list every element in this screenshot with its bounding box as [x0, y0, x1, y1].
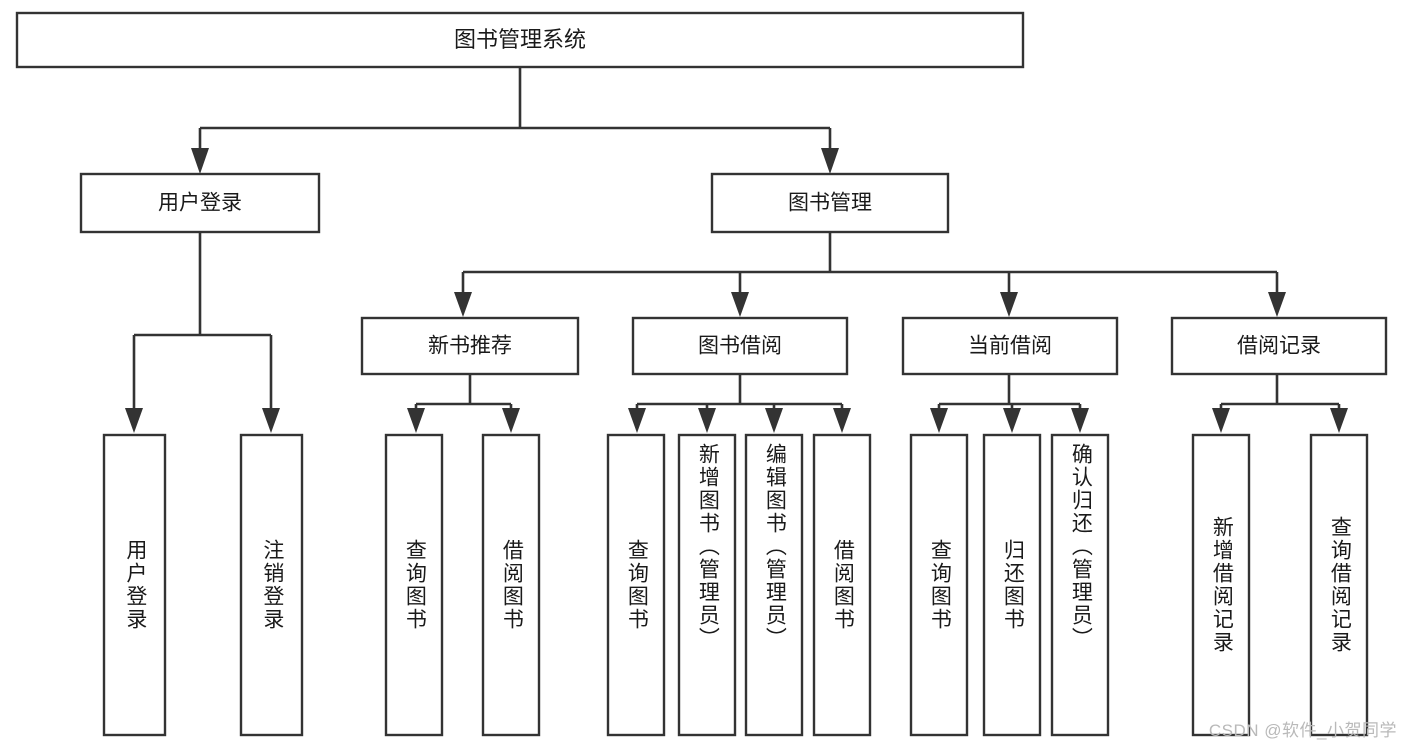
arrow-head-borrow-leaf-1	[628, 408, 646, 433]
arrow-head-current-leaf-1	[930, 408, 948, 433]
node-book-borrow-box[interactable]	[631, 316, 849, 376]
leaf-box-edit-book-admin[interactable]	[744, 433, 804, 737]
arrow-head-recommend-leaf-2	[502, 408, 520, 433]
arrow-head-borrow-leaf-4	[833, 408, 851, 433]
arrow-head-user-login	[191, 148, 209, 174]
leaf-box-return-book[interactable]	[982, 433, 1042, 737]
node-new-book-recommend[interactable]: 新书推荐	[360, 316, 580, 376]
node-root-label: 图书管理系统	[454, 27, 586, 52]
node-current-borrow[interactable]: 当前借阅	[901, 316, 1119, 376]
node-book-borrow[interactable]: 图书借阅	[631, 316, 849, 376]
node-current-borrow-box[interactable]	[901, 316, 1119, 376]
node-root-box[interactable]	[15, 11, 1025, 69]
arrow-head-new-book-recommend	[454, 292, 472, 317]
leaf-box-add-borrow-record[interactable]	[1191, 433, 1251, 737]
leaf-box-borrow-book[interactable]	[812, 433, 872, 737]
arrow-head-recommend-leaf-1	[407, 408, 425, 433]
node-user-login-label: 用户登录	[158, 192, 242, 215]
arrow-head-book-borrow	[731, 292, 749, 317]
node-book-management-box[interactable]	[710, 172, 950, 234]
node-current-borrow-label: 当前借阅	[968, 335, 1052, 358]
arrow-head-record-leaf-1	[1212, 408, 1230, 433]
node-layer: 图书管理系统 用户登录 图书管理 新书推荐 图书借阅 当前借阅 借阅记录	[15, 11, 1388, 737]
node-book-management-label: 图书管理	[788, 192, 872, 215]
arrow-head-leaf-user-login	[125, 408, 143, 433]
leaf-box-query-borrow-record[interactable]	[1309, 433, 1369, 737]
node-book-borrow-label: 图书借阅	[698, 335, 782, 358]
node-book-management[interactable]: 图书管理	[710, 172, 950, 234]
node-borrow-record-box[interactable]	[1170, 316, 1388, 376]
arrow-head-leaf-logout	[262, 408, 280, 433]
arrow-head-borrow-leaf-2	[698, 408, 716, 433]
leaf-box-borrow-book-recommend[interactable]	[481, 433, 541, 737]
leaf-box-user-login[interactable]	[102, 433, 167, 737]
connector-layer	[125, 67, 1348, 433]
node-new-book-recommend-label: 新书推荐	[428, 335, 512, 358]
node-user-login-box[interactable]	[79, 172, 321, 234]
arrow-head-current-leaf-3	[1071, 408, 1089, 433]
node-root-book-management-system[interactable]: 图书管理系统	[15, 11, 1025, 69]
arrow-head-current-borrow	[1000, 292, 1018, 317]
arrow-head-borrow-leaf-3	[765, 408, 783, 433]
node-user-login[interactable]: 用户登录	[79, 172, 321, 234]
leaf-box-confirm-return-admin[interactable]	[1050, 433, 1110, 737]
node-borrow-record-label: 借阅记录	[1237, 335, 1321, 358]
node-new-book-recommend-box[interactable]	[360, 316, 580, 376]
arrow-head-record-leaf-2	[1330, 408, 1348, 433]
node-borrow-record[interactable]: 借阅记录	[1170, 316, 1388, 376]
leaf-box-query-book-recommend[interactable]	[384, 433, 444, 737]
leaf-box-query-book-current[interactable]	[909, 433, 969, 737]
arrow-head-borrow-record	[1268, 292, 1286, 317]
arrow-head-book-manage	[821, 148, 839, 174]
leaf-box-logout[interactable]	[239, 433, 304, 737]
leaf-box-add-book-admin[interactable]	[677, 433, 737, 737]
leaf-box-query-book-borrow[interactable]	[606, 433, 666, 737]
arrow-head-current-leaf-2	[1003, 408, 1021, 433]
